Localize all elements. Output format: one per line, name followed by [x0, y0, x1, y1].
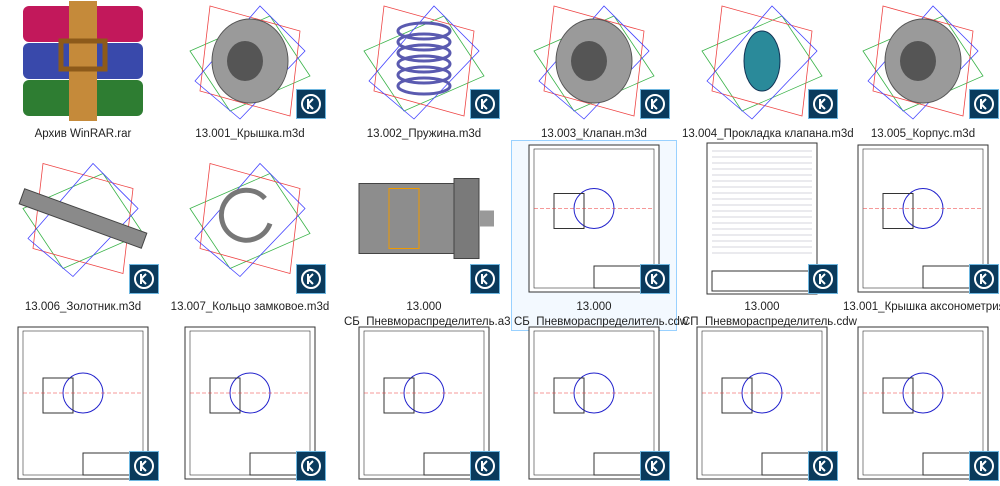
kompas-icon [470, 89, 500, 119]
kompas-icon [808, 264, 838, 294]
kompas-icon [969, 451, 999, 481]
kompas-icon [640, 451, 670, 481]
file-thumbnail [514, 1, 674, 121]
file-name: 13.000 [406, 301, 442, 313]
file-name-line2: СБ_Пневмораспределитель.a3d [344, 316, 517, 328]
file-name: 13.005_Корпус.m3d [870, 128, 976, 140]
file-name: 13.001_Крышка.m3d [195, 128, 305, 140]
file-name: Архив WinRAR.rar [34, 128, 132, 140]
kompas-icon [296, 451, 326, 481]
kompas-icon [640, 89, 670, 119]
file-thumbnail [682, 1, 842, 121]
file-name: 13.001_Крышка аксонометрия.cdw [843, 301, 1000, 313]
file-thumbnail [344, 1, 504, 121]
file-item[interactable]: Архив WinRAR.rar [0, 0, 166, 143]
file-item[interactable]: 13.004_Прокладка клапана.m3d [679, 0, 854, 143]
file-name: 13.002_Пружина.m3d [366, 128, 482, 140]
kompas-icon [640, 264, 670, 294]
file-name: 13.000 [576, 301, 612, 313]
file-thumbnail [3, 323, 163, 483]
file-name: 13.000 [744, 301, 780, 313]
file-item[interactable]: 13.007_Кольцо замковое.m3d [167, 140, 333, 316]
file-thumbnail [3, 1, 163, 121]
kompas-icon [129, 451, 159, 481]
file-thumbnail [682, 323, 842, 483]
kompas-icon [470, 451, 500, 481]
kompas-icon [129, 264, 159, 294]
file-thumbnail [170, 323, 330, 483]
file-thumbnail [843, 1, 1000, 121]
file-thumbnail [170, 1, 330, 121]
file-name: 13.003_Клапан.m3d [541, 128, 647, 140]
file-item[interactable]: 13.002_Пружина.m3d [341, 0, 507, 143]
file-item[interactable] [0, 322, 166, 484]
file-name: 13.004_Прокладка клапана.m3d [682, 128, 854, 140]
file-thumbnail [344, 323, 504, 483]
file-item[interactable] [511, 322, 677, 484]
file-thumbnail [843, 323, 1000, 483]
kompas-icon [969, 264, 999, 294]
file-thumbnail [514, 323, 674, 483]
file-item[interactable] [167, 322, 333, 484]
kompas-icon [969, 89, 999, 119]
file-thumbnail [3, 141, 163, 296]
file-name: 13.006_Золотник.m3d [24, 301, 142, 313]
file-thumbnail [514, 141, 674, 296]
file-item[interactable]: 13.005_Корпус.m3d [840, 0, 1000, 143]
file-item[interactable]: 13.006_Золотник.m3d [0, 140, 166, 316]
file-name: 13.007_Кольцо замковое.m3d [170, 301, 330, 313]
file-item[interactable] [679, 322, 845, 484]
file-item[interactable] [341, 322, 507, 484]
file-name-line2: СБ_Пневмораспределитель.cdw [514, 316, 689, 328]
file-thumbnail [170, 141, 330, 296]
file-thumbnail [682, 141, 842, 296]
kompas-icon [808, 89, 838, 119]
kompas-icon [470, 264, 500, 294]
kompas-icon [808, 451, 838, 481]
file-item[interactable] [840, 322, 1000, 484]
file-item[interactable]: 13.001_Крышка.m3d [167, 0, 333, 143]
kompas-icon [296, 264, 326, 294]
file-thumbnail [344, 141, 504, 296]
file-item[interactable]: 13.003_Клапан.m3d [511, 0, 677, 143]
file-name-line2: СП_Пневмораспределитель.cdw [682, 316, 857, 328]
kompas-icon [296, 89, 326, 119]
file-item[interactable]: 13.001_Крышка аксонометрия.cdw [840, 140, 1000, 316]
file-thumbnail [843, 141, 1000, 296]
